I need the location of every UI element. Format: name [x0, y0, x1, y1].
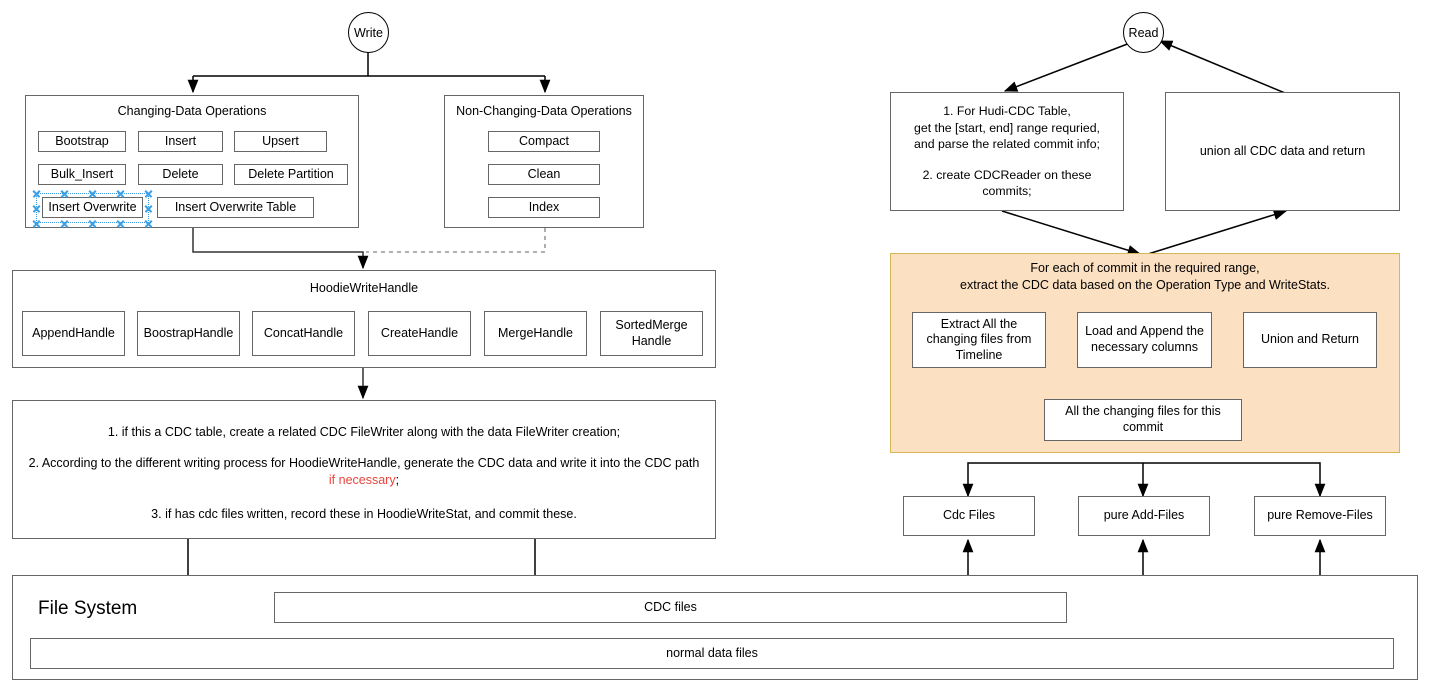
- hoodie-write-handle-title: HoodieWriteHandle: [309, 281, 419, 295]
- non-changing-data-operations-title: Non-Changing-Data Operations: [456, 104, 632, 118]
- write-note-line-2-emphasis: if necessary: [328, 472, 396, 487]
- write-note-line-1: 1. if this a CDC table, create a related…: [107, 425, 621, 439]
- selection-handles[interactable]: [36, 193, 149, 223]
- step-extract-changing-files[interactable]: Extract All the changing files from Time…: [912, 312, 1046, 368]
- selection-handle-icon[interactable]: [144, 189, 153, 198]
- read-start-node[interactable]: Read: [1123, 12, 1164, 53]
- selection-handle-icon[interactable]: [116, 189, 125, 198]
- read-start-label: Read: [1128, 25, 1159, 40]
- cdc-files-store[interactable]: CDC files: [274, 592, 1067, 623]
- read-step-one-spacer: [892, 153, 1122, 167]
- selection-handle-icon[interactable]: [88, 219, 97, 228]
- file-system-label: File System: [38, 598, 138, 619]
- op-bulk-insert[interactable]: Bulk_Insert: [38, 164, 126, 185]
- selection-handle-icon[interactable]: [116, 219, 125, 228]
- read-step-one-line-3: and parse the related commit info;: [914, 137, 1100, 152]
- write-start-label: Write: [354, 25, 383, 40]
- per-commit-title-line-1: For each of commit in the required range…: [1030, 261, 1260, 275]
- read-step-one-line-5: 2. create CDCReader on these: [922, 167, 1092, 182]
- write-note-line-3: 3. if has cdc files written, record thes…: [151, 507, 577, 521]
- handle-boostrap[interactable]: BoostrapHandle: [137, 311, 240, 356]
- selection-handle-icon[interactable]: [32, 204, 41, 213]
- handle-concat[interactable]: ConcatHandle: [252, 311, 355, 356]
- read-step-one-line-2: get the [start, end] range requried,: [914, 120, 1100, 135]
- write-start-node[interactable]: Write: [348, 12, 389, 53]
- write-note-line-2-prefix: 2. According to the different writing pr…: [28, 456, 700, 470]
- step-load-append-columns[interactable]: Load and Append the necessary columns: [1077, 312, 1212, 368]
- source-pure-remove-files[interactable]: pure Remove-Files: [1254, 496, 1386, 536]
- op-insert[interactable]: Insert: [138, 131, 223, 152]
- per-commit-region-title: For each of commit in the required range…: [890, 260, 1400, 294]
- selection-handle-icon[interactable]: [60, 219, 69, 228]
- write-note-line-2: 2. According to the different writing pr…: [24, 455, 704, 489]
- step-union-and-return[interactable]: Union and Return: [1243, 312, 1377, 368]
- op-delete[interactable]: Delete: [138, 164, 223, 185]
- op-delete-partition[interactable]: Delete Partition: [234, 164, 348, 185]
- write-note-line-2-suffix: ;: [395, 472, 400, 487]
- op-clean[interactable]: Clean: [488, 164, 600, 185]
- read-step-one-line-6: commits;: [982, 184, 1032, 199]
- handle-create[interactable]: CreateHandle: [368, 311, 471, 356]
- selection-handle-icon[interactable]: [144, 219, 153, 228]
- handle-append[interactable]: AppendHandle: [22, 311, 125, 356]
- step-all-changing-files-for-commit[interactable]: All the changing files for this commit: [1044, 399, 1242, 441]
- handle-sorted-merge[interactable]: SortedMerge Handle: [600, 311, 703, 356]
- op-index[interactable]: Index: [488, 197, 600, 218]
- source-pure-add-files[interactable]: pure Add-Files: [1078, 496, 1210, 536]
- hoodie-write-handle-group: [12, 270, 716, 368]
- read-step-one-line-1: 1. For Hudi-CDC Table,: [943, 104, 1071, 118]
- selection-handle-icon[interactable]: [32, 219, 41, 228]
- read-union-box[interactable]: union all CDC data and return: [1165, 92, 1400, 211]
- per-commit-title-line-2: extract the CDC data based on the Operat…: [960, 277, 1330, 292]
- source-cdc-files[interactable]: Cdc Files: [903, 496, 1035, 536]
- op-insert-overwrite-table[interactable]: Insert Overwrite Table: [157, 197, 314, 218]
- selection-handle-icon[interactable]: [88, 189, 97, 198]
- op-upsert[interactable]: Upsert: [234, 131, 327, 152]
- normal-data-files-store[interactable]: normal data files: [30, 638, 1394, 669]
- write-notes-box: [12, 400, 716, 539]
- selection-handle-icon[interactable]: [144, 204, 153, 213]
- handle-merge[interactable]: MergeHandle: [484, 311, 587, 356]
- op-insert-overwrite[interactable]: Insert Overwrite: [42, 197, 143, 218]
- selection-handle-icon[interactable]: [60, 189, 69, 198]
- changing-data-operations-title: Changing-Data Operations: [117, 104, 267, 118]
- op-compact[interactable]: Compact: [488, 131, 600, 152]
- read-step-one-box[interactable]: [890, 92, 1124, 211]
- op-bootstrap[interactable]: Bootstrap: [38, 131, 126, 152]
- selection-handle-icon[interactable]: [32, 189, 41, 198]
- read-step-one-text: 1. For Hudi-CDC Table, get the [start, e…: [892, 103, 1122, 200]
